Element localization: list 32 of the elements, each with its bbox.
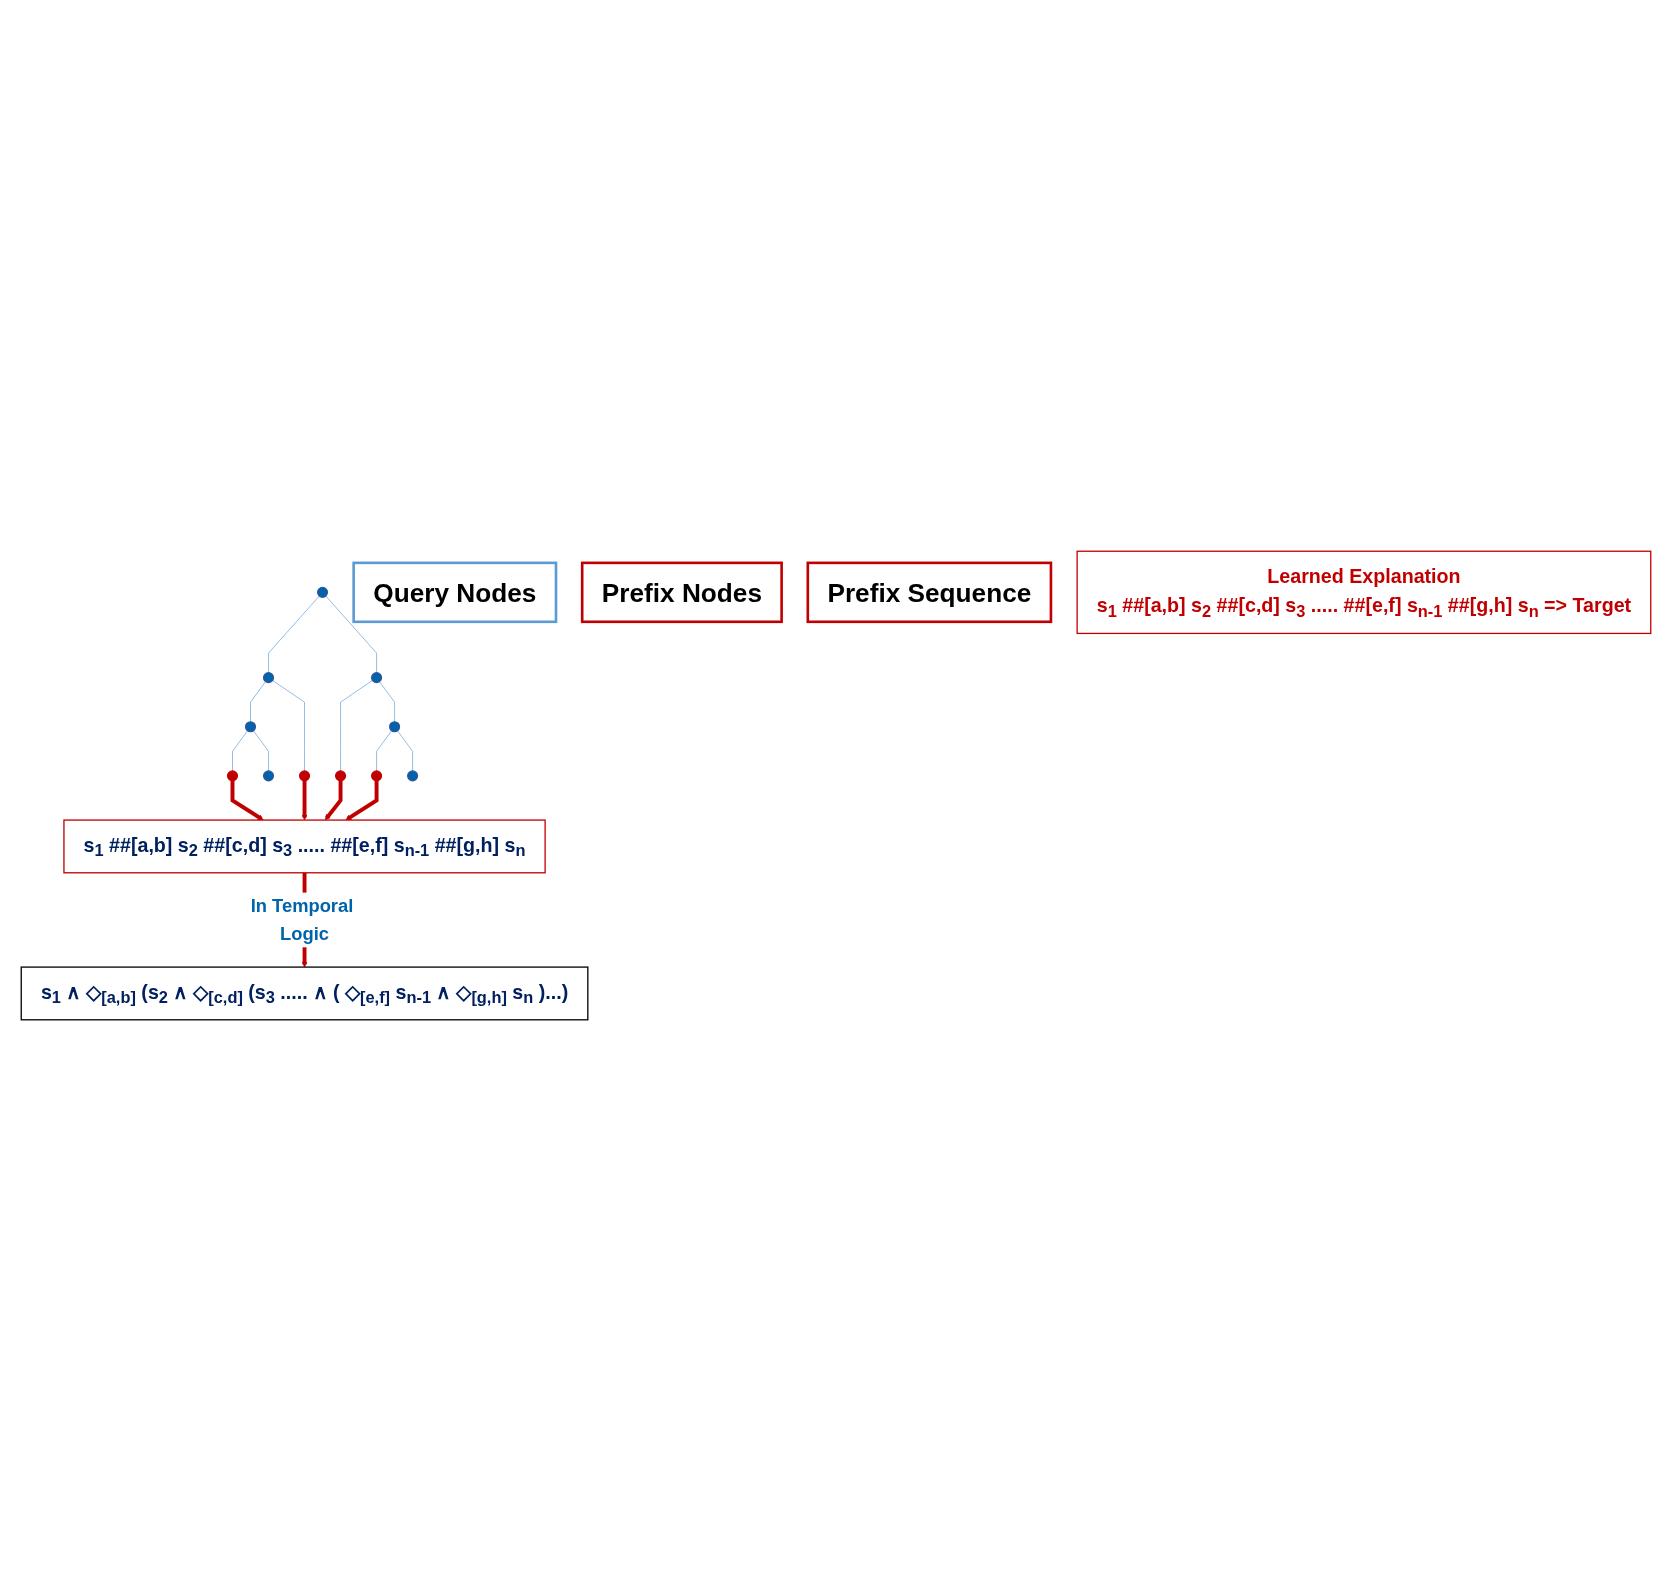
node-circle	[316, 587, 329, 599]
node-circle	[371, 770, 383, 782]
node-circle	[407, 770, 419, 782]
arrow	[301, 781, 308, 821]
connector	[250, 681, 266, 723]
connector	[376, 730, 392, 772]
connector	[340, 680, 373, 772]
node-box: Prefix Nodes	[580, 562, 783, 624]
node-circle	[226, 770, 239, 782]
connector	[272, 680, 305, 772]
edge-label: In Temporal Logic	[250, 896, 354, 944]
arrow	[345, 781, 379, 821]
node-box: s$_{1}$ ##[a,b] s$_{2}$ ##[c,d] s$_{3}$ ..... ##[e,f] s$_{n-1}$ ##[g,h] s$_{n}$	[63, 819, 546, 874]
node-box: s$_{1}$ ∧ ◇$_{[a,b]}$ (s$_{2}$ ∧ ◇$_{[c,d]}$ (s$_{3}$ ..... ∧ ( ◇$_{[e,f]}$ s$_{n-1}$ ∧ ◇$_{[g,h]}$ s$_{n}$ )...)	[20, 966, 589, 1021]
node-box: Prefix Sequence	[806, 562, 1053, 624]
node-circle	[371, 672, 383, 684]
node-circle	[389, 721, 401, 733]
node-circle	[298, 770, 311, 782]
connector	[397, 730, 413, 772]
arrow	[230, 781, 264, 821]
arrow	[324, 781, 343, 821]
node-circle	[335, 770, 347, 782]
node-circle	[262, 770, 275, 782]
connector	[232, 730, 248, 772]
connector	[268, 596, 320, 674]
node-circle	[244, 721, 257, 733]
node-circle	[262, 672, 275, 684]
connector	[325, 596, 377, 674]
node-box: Learned Explanation s$_{1}$ ##[a,b] s$_{2}$ ##[c,d] s$_{3}$ ..... ##[e,f] s$_{n-1}$ ##[g,h] s$_{n}$ => Target	[1076, 551, 1652, 635]
connector	[253, 730, 269, 772]
node-box: Query Nodes	[352, 562, 558, 624]
connector	[379, 681, 395, 723]
